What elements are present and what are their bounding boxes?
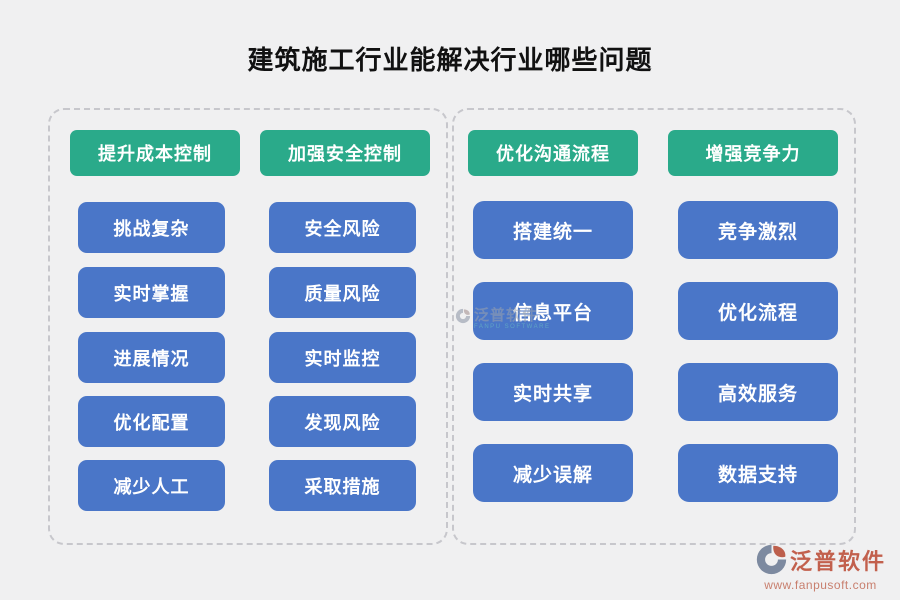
fanpu-logo-icon (755, 543, 788, 576)
header-competitiveness: 增强竞争力 (668, 130, 838, 176)
diagram-node: 实时共享 (473, 363, 633, 421)
diagram-node: 竞争激烈 (678, 201, 838, 259)
diagram-node: 高效服务 (678, 363, 838, 421)
panel-cost-safety: 提升成本控制 加强安全控制 挑战复杂 实时掌握 进展情况 优化配置 减少人工 安… (48, 108, 448, 545)
diagram-node: 采取措施 (269, 460, 416, 511)
footer-link[interactable]: www.fanpusoft.com (764, 578, 877, 592)
footer-brand: 泛普软件 www.fanpusoft.com (755, 543, 886, 592)
diagram-node: 优化配置 (78, 396, 225, 447)
header-safety-control: 加强安全控制 (260, 130, 430, 176)
panel-communication-competition: 优化沟通流程 增强竞争力 搭建统一 信息平台 实时共享 减少误解 竞争激烈 优化… (452, 108, 856, 545)
footer-brand-name: 泛普软件 (789, 548, 886, 574)
diagram-node: 质量风险 (269, 267, 416, 318)
header-cost-control: 提升成本控制 (70, 130, 240, 176)
diagram-node: 安全风险 (269, 202, 416, 253)
diagram-node: 搭建统一 (473, 201, 633, 259)
diagram-node: 进展情况 (78, 332, 225, 383)
diagram-node: 减少人工 (78, 460, 225, 511)
diagram-node: 信息平台 (473, 282, 633, 340)
header-communication: 优化沟通流程 (468, 130, 638, 176)
diagram-node: 发现风险 (269, 396, 416, 447)
diagram-node: 减少误解 (473, 444, 633, 502)
diagram-node: 优化流程 (678, 282, 838, 340)
page-title: 建筑施工行业能解决行业哪些问题 (247, 45, 653, 75)
diagram-node: 挑战复杂 (78, 202, 225, 253)
diagram-node: 数据支持 (678, 444, 838, 502)
diagram-node: 实时监控 (269, 332, 416, 383)
diagram-node: 实时掌握 (78, 267, 225, 318)
